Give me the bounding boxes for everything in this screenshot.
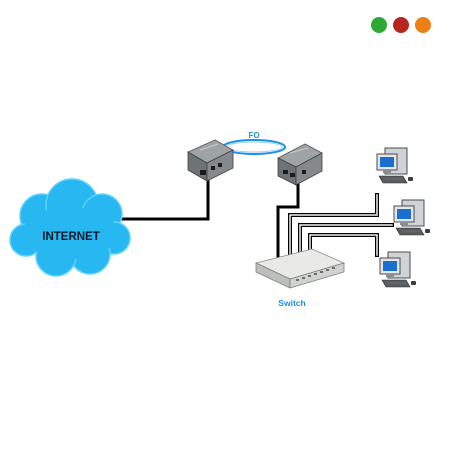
red-dot-icon[interactable] bbox=[393, 17, 409, 33]
fiber-label: FO bbox=[248, 131, 259, 140]
orange-dot-icon[interactable] bbox=[415, 17, 431, 33]
computer-3-icon bbox=[379, 251, 416, 288]
green-dot-icon[interactable] bbox=[371, 17, 387, 33]
computer-1-icon bbox=[376, 147, 413, 184]
media-converter-left-icon bbox=[187, 139, 234, 182]
network-switch-icon: Switch bbox=[254, 248, 346, 308]
cables bbox=[118, 174, 394, 258]
cable-converter-to-switch bbox=[276, 176, 300, 258]
switch-label: Switch bbox=[278, 298, 305, 308]
computer-2-icon bbox=[393, 199, 430, 236]
cable-switch-to-computer-3 bbox=[308, 233, 379, 258]
cable-internet-to-converter bbox=[118, 174, 210, 221]
cable-switch-to-computer-2 bbox=[298, 223, 394, 258]
media-converter-right-icon bbox=[277, 143, 323, 186]
cable-switch-to-computer-1 bbox=[288, 193, 379, 258]
internet-cloud-icon: INTERNET bbox=[9, 178, 131, 277]
internet-label: INTERNET bbox=[42, 231, 100, 243]
